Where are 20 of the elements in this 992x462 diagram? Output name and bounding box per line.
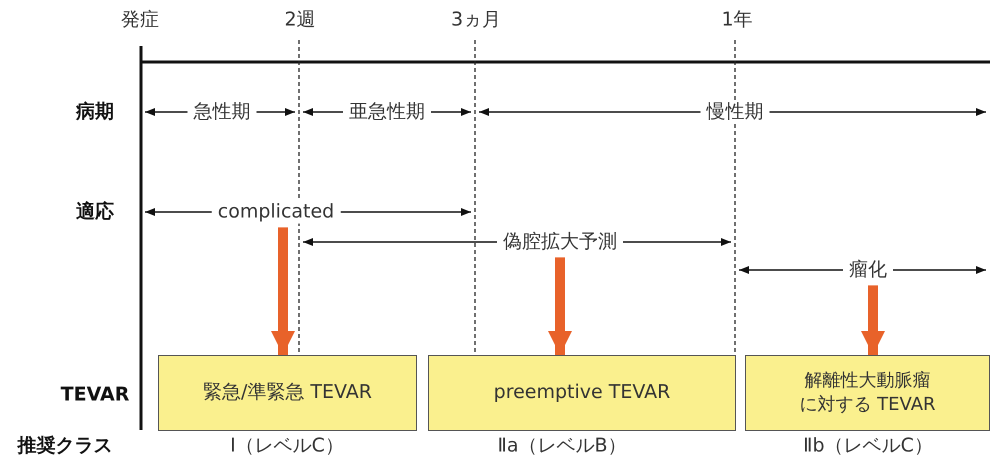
row-heading: 病期 <box>74 100 115 124</box>
phase-label: 慢性期 <box>700 100 770 124</box>
arrow <box>271 227 295 355</box>
row-heading: TEVAR <box>60 384 130 406</box>
class-label: Ⅱb（レベルC） <box>803 434 933 458</box>
row-heading: 推奨クラス <box>16 434 114 458</box>
time-label: 1年 <box>720 8 754 32</box>
indication-label: 偽腔拡大予測 <box>497 230 623 254</box>
time-label: 2週 <box>283 8 317 32</box>
treatment-box: 解離性大動脈瘤に対する TEVAR <box>745 355 990 431</box>
arrow <box>861 285 885 355</box>
time-label: 発症 <box>120 8 160 32</box>
class-label: Ⅰ（レベルC） <box>230 434 344 458</box>
class-label: Ⅱa（レベルB） <box>497 434 627 458</box>
treatment-box: preemptive TEVAR <box>428 355 736 431</box>
row-heading: 適応 <box>75 200 115 224</box>
time-label: 3ヵ月 <box>450 8 502 32</box>
indication-label: complicated <box>212 200 340 224</box>
arrow <box>548 257 572 355</box>
treatment-box: 緊急/準緊急 TEVAR <box>158 355 417 431</box>
